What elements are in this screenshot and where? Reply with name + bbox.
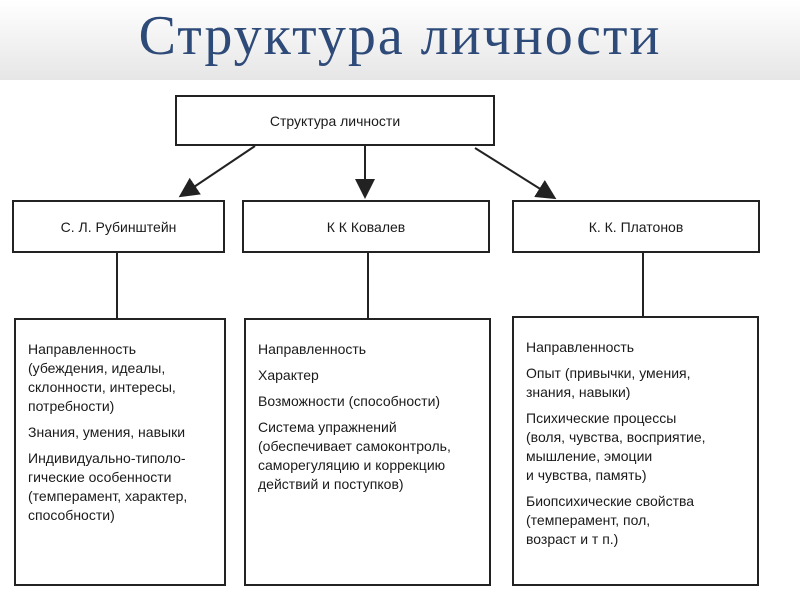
- author-box-platonov: К. К. Платонов: [512, 200, 760, 253]
- component-item: Возможности (способности): [258, 393, 441, 409]
- author-box-kovalev: К К Ковалев: [242, 200, 490, 253]
- author-label: С. Л. Рубинштейн: [60, 218, 177, 235]
- components-box-platonov: Направленность Опыт (привычки, умения, з…: [512, 316, 759, 586]
- component-item: Биопсихические свойства (темперамент, по…: [526, 493, 695, 547]
- arrow-right: [474, 147, 557, 200]
- component-item: Характер: [258, 367, 319, 383]
- component-item: Опыт (привычки, умения, знания, навыки): [526, 365, 691, 400]
- root-label: Структура личности: [269, 112, 401, 129]
- slide-title: Структура личности: [138, 5, 662, 67]
- root-box: Структура личности: [175, 95, 495, 146]
- component-item: Индивидуально-типоло- гические особеннос…: [28, 450, 188, 523]
- author-box-rubinstein: С. Л. Рубинштейн: [12, 200, 225, 253]
- components-box-rubinstein: Направленность (убеждения, идеалы, склон…: [14, 318, 226, 586]
- author-label: К. К. Платонов: [588, 218, 684, 235]
- component-item: Знания, умения, навыки: [28, 424, 186, 440]
- author-label: К К Ковалев: [326, 218, 406, 235]
- component-item: Направленность: [526, 339, 635, 355]
- component-item: Направленность (убеждения, идеалы, склон…: [28, 341, 176, 414]
- title-band: [0, 0, 800, 80]
- component-item: Система упражнений (обеспечивает самокон…: [258, 419, 451, 492]
- component-item: Направленность: [258, 341, 367, 357]
- arrow-left: [178, 145, 256, 198]
- component-item: Психические процессы (воля, чувства, вос…: [526, 410, 706, 483]
- components-box-kovalev: Направленность Характер Возможности (спо…: [244, 318, 491, 586]
